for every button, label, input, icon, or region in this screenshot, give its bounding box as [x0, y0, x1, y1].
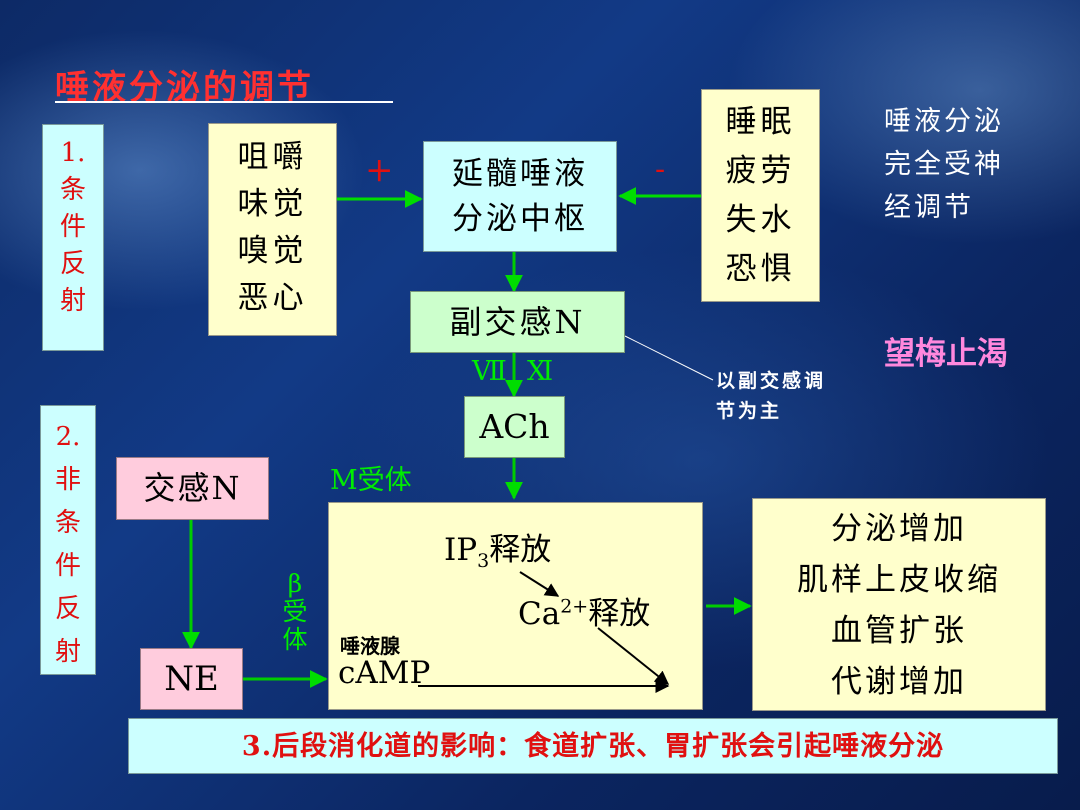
section2-char: 件	[54, 551, 81, 581]
section2-char: 反	[54, 594, 81, 624]
center-line: 延髓唾液	[452, 156, 588, 192]
ca-prefix: Ca	[518, 596, 561, 632]
camp-label: cAMP	[338, 655, 431, 691]
title-underline	[55, 101, 393, 103]
inhibitor-item: 恐惧	[725, 251, 796, 287]
stimulus-item: 味觉	[237, 186, 308, 222]
inhibitor-item: 失水	[725, 202, 796, 238]
section1-label: 1. 条 件 反 射	[42, 124, 104, 351]
ip3-release: IP3释放	[444, 524, 551, 572]
ne-label: NE	[164, 659, 219, 699]
neural-note-line: 完全受神	[884, 149, 1004, 180]
parasympathetic-box: 副交感N	[410, 291, 625, 353]
ca-to-effect-arrow	[597, 627, 670, 685]
ca-release: Ca2+释放	[518, 588, 650, 633]
section2-label: 2. 非 条 件 反 射	[40, 405, 96, 675]
ne-box: NE	[140, 648, 243, 710]
section1-char: 反	[59, 249, 86, 279]
plus-sign: +	[365, 150, 394, 190]
inhibitor-item: 疲劳	[725, 153, 796, 189]
inhibitors-box: 睡眠 疲劳 失水 恐惧	[701, 89, 820, 302]
nerve-label-xi: Ⅺ	[527, 356, 554, 387]
neural-note: 唾液分泌 完全受神 经调节	[884, 100, 1004, 229]
section2-number: 2.	[55, 422, 81, 452]
stimuli-box: 咀嚼 味觉 嗅觉 恶心	[208, 123, 337, 336]
callout-line-2: 节为主	[716, 400, 783, 422]
nerve-label-vii: Ⅶ	[472, 356, 507, 387]
section1-number: 1.	[60, 138, 86, 168]
section1-char: 条	[59, 175, 86, 205]
ca-superscript: 2+	[560, 595, 589, 618]
ip3-to-ca-arrow	[519, 571, 560, 597]
beta-char: 受	[282, 597, 308, 626]
effect-item: 代谢增加	[831, 664, 967, 700]
minus-sign: -	[655, 152, 666, 187]
bottom-note-text: 3.后段消化道的影响：食道扩张、胃扩张会引起唾液分泌	[241, 731, 945, 762]
beta-char: 体	[282, 625, 308, 654]
ca-suffix: 释放	[588, 596, 651, 632]
beta-char: β	[287, 569, 303, 598]
effect-item: 肌样上皮收缩	[797, 562, 1001, 598]
neural-note-line: 经调节	[884, 192, 974, 223]
ip3-prefix: IP	[444, 532, 478, 568]
callout-line-1: 以副交感调	[716, 370, 827, 392]
callout-line	[624, 335, 714, 381]
callout-note: 以副交感调 节为主	[716, 366, 826, 426]
ach-box: ACh	[464, 396, 565, 458]
gland-label: 唾液腺	[340, 634, 400, 658]
effect-item: 分泌增加	[831, 511, 967, 547]
idiom-text: 望梅止渴	[884, 336, 1008, 372]
sympathetic-box: 交感N	[116, 457, 269, 520]
bottom-note-bar: 3.后段消化道的影响：食道扩张、胃扩张会引起唾液分泌	[128, 718, 1058, 774]
stimulus-item: 嗅觉	[237, 233, 308, 269]
ip3-subscript: 3	[477, 550, 490, 573]
effect-item: 血管扩张	[831, 613, 967, 649]
section2-char: 条	[54, 508, 81, 538]
effects-box: 分泌增加 肌样上皮收缩 血管扩张 代谢增加	[752, 498, 1046, 711]
center-line: 分泌中枢	[452, 201, 588, 237]
ip3-suffix: 释放	[489, 532, 552, 568]
neural-note-line: 唾液分泌	[884, 106, 1004, 137]
gland-cell-box	[328, 502, 703, 710]
inhibitor-item: 睡眠	[725, 104, 796, 140]
section1-char: 件	[59, 212, 86, 242]
section2-char: 射	[54, 637, 81, 667]
sympathetic-label: 交感N	[143, 469, 242, 507]
parasympathetic-label: 副交感N	[449, 303, 586, 341]
section2-char: 非	[54, 465, 81, 495]
stimulus-item: 恶心	[237, 280, 308, 316]
beta-receptor-label: β 受 体	[275, 570, 315, 654]
ach-label: ACh	[479, 407, 550, 446]
section1-char: 射	[59, 286, 86, 316]
m-receptor-label: M受体	[330, 465, 412, 496]
medulla-center-box: 延髓唾液 分泌中枢	[423, 141, 617, 252]
stimulus-item: 咀嚼	[237, 139, 308, 175]
